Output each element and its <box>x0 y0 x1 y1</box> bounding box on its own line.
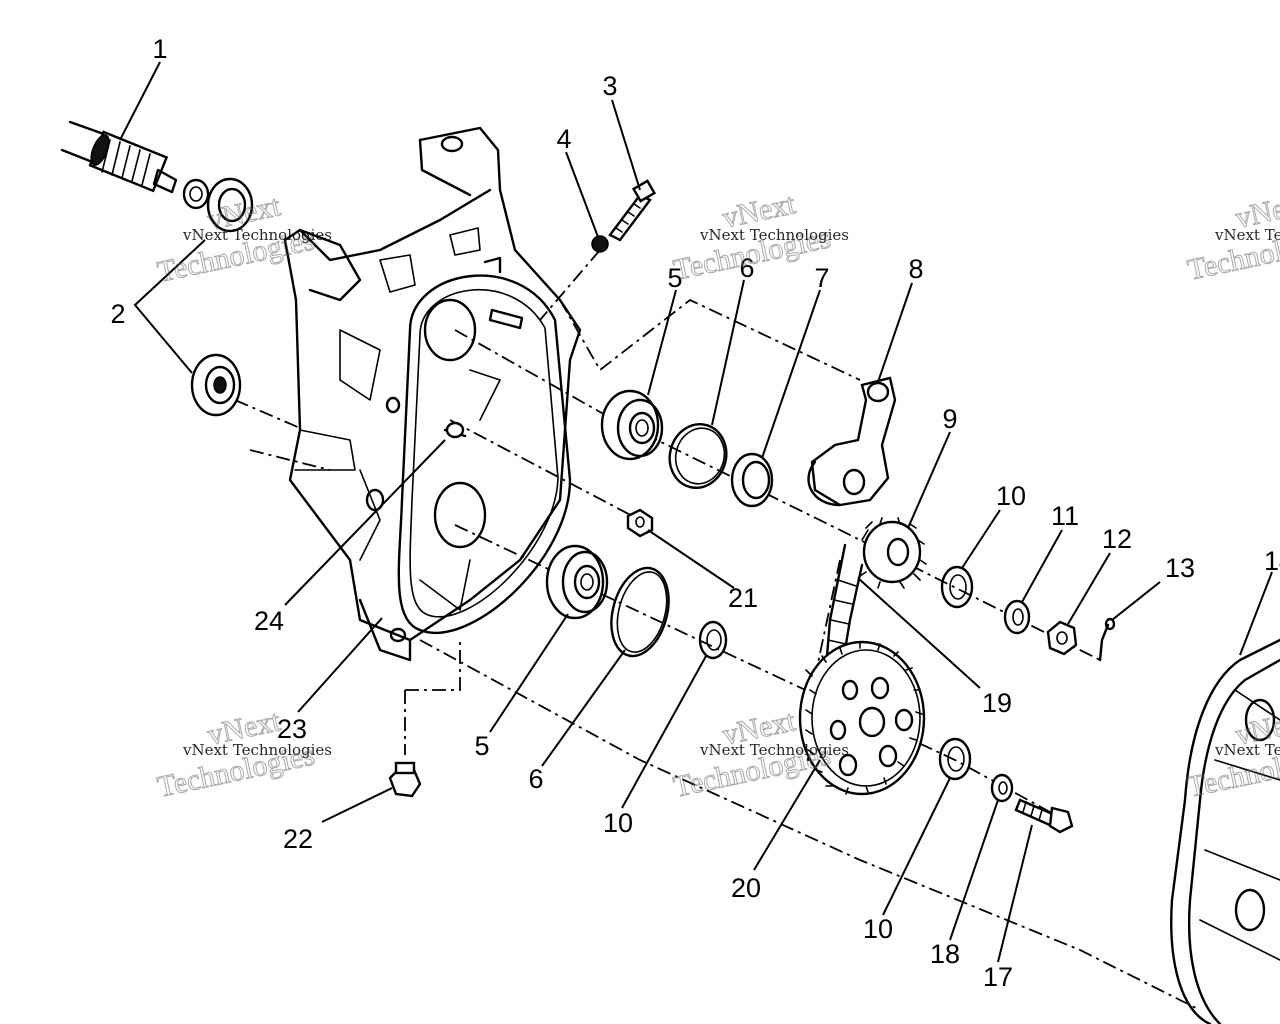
watermark-top-right: vNext Technologies vNext Technologies <box>1184 187 1280 288</box>
part-13-cotter-pin <box>1098 617 1116 662</box>
part-9-upper-sprocket <box>859 517 927 589</box>
callout-4: 4 <box>556 124 571 154</box>
callout-7: 7 <box>814 263 829 293</box>
watermark-small: vNext Technologies <box>182 226 332 244</box>
part-4-nut <box>591 235 609 253</box>
callout-6-lower: 6 <box>528 764 543 794</box>
part-17-bolt <box>1014 798 1074 834</box>
watermark-top-left: vNext Technologies vNext Technologies <box>154 189 332 290</box>
callout-3: 3 <box>602 71 617 101</box>
part-20-lower-sprocket <box>798 640 926 796</box>
part-5-bearing-upper <box>600 389 664 461</box>
callout-21: 21 <box>728 583 758 613</box>
callout-14: 14 <box>1264 546 1280 576</box>
callout-5-lower: 5 <box>474 731 489 761</box>
watermark-small: vNext Technologies <box>1214 226 1280 244</box>
callout-1: 1 <box>152 34 167 64</box>
callout-13: 13 <box>1165 553 1195 583</box>
part-1-splined-shaft <box>60 120 210 210</box>
callout-23: 23 <box>277 714 307 744</box>
watermark-small: vNext Technologies <box>1214 741 1280 759</box>
part-14-chaincase-cover <box>1170 638 1280 1024</box>
part-22-drain-plug <box>388 761 422 798</box>
callout-8: 8 <box>908 254 923 284</box>
part-18-washer <box>990 773 1014 803</box>
watermark-bottom-right: vNext Technologies vNext Technologies <box>1184 704 1280 805</box>
callout-22: 22 <box>283 824 313 854</box>
part-2-seals <box>190 177 254 417</box>
part-10-washer-middle <box>698 620 728 660</box>
callout-6-upper: 6 <box>739 253 754 283</box>
watermark-small: vNext Technologies <box>182 741 332 759</box>
callout-17: 17 <box>983 962 1013 992</box>
part-10-washer-upper <box>940 565 974 609</box>
part-21-nut <box>626 508 654 538</box>
part-3-bolt <box>608 179 657 242</box>
callout-10-middle: 10 <box>603 808 633 838</box>
callout-5-upper: 5 <box>667 263 682 293</box>
part-5-bearing-lower <box>545 544 609 620</box>
callout-2: 2 <box>110 299 125 329</box>
part-6-snap-ring-lower <box>610 566 670 658</box>
callout-12: 12 <box>1102 524 1132 554</box>
callout-11: 11 <box>1051 501 1079 531</box>
part-8-tensioner-arm <box>807 376 897 507</box>
leader-lines <box>119 61 1273 963</box>
part-12-nut <box>1046 620 1078 656</box>
part-7-seal <box>730 452 774 508</box>
callout-19: 19 <box>982 688 1012 718</box>
chaincase-housing <box>283 126 582 662</box>
callout-20: 20 <box>731 873 761 903</box>
callout-24: 24 <box>254 606 284 636</box>
callout-10-lower: 10 <box>863 914 893 944</box>
callout-10-upper: 10 <box>996 481 1026 511</box>
watermark-small: vNext Technologies <box>699 226 849 244</box>
callout-labels: 1 2 3 4 5 6 7 8 9 10 11 12 13 14 5 6 10 … <box>110 34 1280 992</box>
part-6-snap-ring-upper <box>668 423 728 489</box>
watermark-small: vNext Technologies <box>699 741 849 759</box>
callout-18: 18 <box>930 939 960 969</box>
callout-9: 9 <box>942 404 957 434</box>
part-11-washer <box>1003 599 1031 635</box>
part-10-washer-lower <box>938 737 972 781</box>
